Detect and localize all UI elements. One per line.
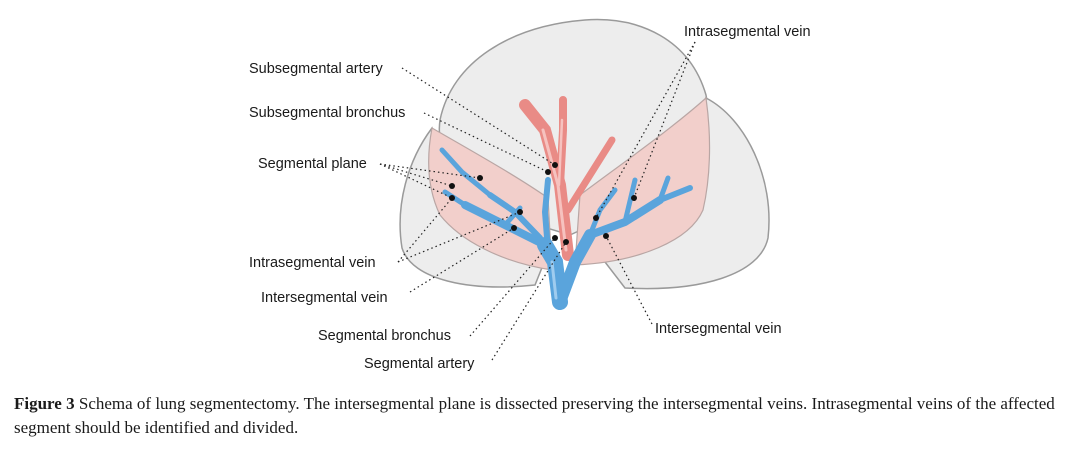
label-segmental-bronchus: Segmental bronchus xyxy=(318,328,451,344)
vein-left-branch-2 xyxy=(439,147,493,198)
figure-label: Figure 3 xyxy=(14,394,75,413)
arteries xyxy=(519,96,616,261)
label-intrasegmental-vein-left: Intrasegmental vein xyxy=(249,255,376,271)
anchor-dot xyxy=(477,175,483,181)
leader-intrasegmental-vein-right-b xyxy=(633,41,696,199)
leader-subsegmental-artery xyxy=(401,67,556,166)
label-intrasegmental-vein-right: Intrasegmental vein xyxy=(684,24,811,40)
lung-segmentectomy-schema: Subsegmental artery Subsegmental bronchu… xyxy=(249,18,811,372)
anchor-dot xyxy=(517,209,523,215)
anchor-dot xyxy=(511,225,517,231)
figure-caption-text: Schema of lung segmentectomy. The inters… xyxy=(14,394,1055,437)
anchor-dot xyxy=(552,162,558,168)
vein-right-upper xyxy=(657,185,693,203)
vein-right-branch-1 xyxy=(622,177,638,225)
veins xyxy=(439,147,693,310)
anchor-dot xyxy=(593,215,599,221)
segmental-artery-trunk xyxy=(519,99,574,261)
vein-trunk-right xyxy=(554,229,596,308)
subsegmental-artery-branch-right-2 xyxy=(577,157,603,195)
leader-segmental-bronchus xyxy=(469,237,556,337)
label-subsegmental-bronchus: Subsegmental bronchus xyxy=(249,105,405,121)
anchor-dot xyxy=(545,169,551,175)
leader-segmental-artery xyxy=(491,241,567,361)
label-intersegmental-vein-left: Intersegmental vein xyxy=(261,290,388,306)
leader-intrasegmental-vein-left-a xyxy=(397,197,453,263)
anchor-dot xyxy=(449,183,455,189)
leader-lines xyxy=(379,41,696,361)
leader-segmental-plane-a xyxy=(379,163,481,179)
anchor-dot xyxy=(631,195,637,201)
vein-left-inner xyxy=(541,177,551,253)
figure-caption: Figure 3 Schema of lung segmentectomy. T… xyxy=(14,392,1066,440)
anchor-dot xyxy=(603,233,609,239)
leader-intersegmental-vein-right xyxy=(605,235,653,325)
label-intersegmental-vein-right: Intersegmental vein xyxy=(655,321,782,337)
label-subsegmental-artery: Subsegmental artery xyxy=(249,61,384,77)
anchor-dot xyxy=(563,239,569,245)
vein-right-branch-2 xyxy=(587,187,618,238)
anchor-dot xyxy=(449,195,455,201)
vein-right-branch-3 xyxy=(657,175,671,203)
label-segmental-plane: Segmental plane xyxy=(258,156,367,172)
artery-highlight-2 xyxy=(557,118,564,187)
label-segmental-artery: Segmental artery xyxy=(364,356,475,372)
anchor-dot xyxy=(552,235,558,241)
vein-highlight xyxy=(550,260,558,300)
vein-left-branch-3 xyxy=(442,189,468,208)
segment-region-right xyxy=(574,96,711,266)
anchor-dots xyxy=(449,162,637,245)
leader-subsegmental-bronchus xyxy=(423,112,549,173)
